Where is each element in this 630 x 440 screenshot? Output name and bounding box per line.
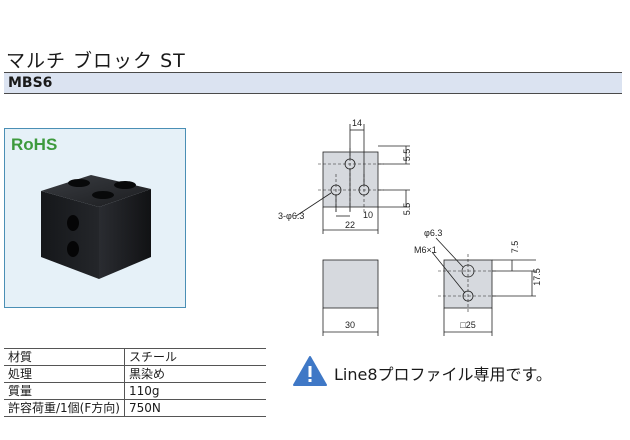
technical-drawing: 14 5.5 5.5 3-φ6.3 10 22 φ6.3 M6×1 7.5 17… bbox=[278, 118, 542, 336]
dim-side-7-5: 7.5 bbox=[510, 241, 520, 254]
dim-front-width: 30 bbox=[345, 320, 355, 330]
dim-width: 22 bbox=[345, 220, 355, 230]
top-view-rect bbox=[322, 151, 379, 208]
spec-label: 処理 bbox=[4, 365, 125, 383]
note-text: Line8プロファイル専用です。 bbox=[334, 365, 552, 384]
thread-callout: M6×1 bbox=[414, 245, 437, 255]
warning-icon bbox=[293, 356, 327, 386]
usage-note: Line8プロファイル専用です。 bbox=[292, 354, 612, 388]
spec-label: 材質 bbox=[4, 348, 125, 366]
block-image bbox=[41, 175, 151, 279]
product-photo: RoHS bbox=[4, 128, 186, 308]
front-view-rect bbox=[322, 259, 379, 309]
model-code: MBS6 bbox=[8, 75, 53, 91]
dim-right-bottom: 5.5 bbox=[402, 203, 412, 216]
spec-value: 750N bbox=[124, 399, 266, 417]
spec-value: 黒染め bbox=[124, 365, 266, 383]
side-hole-callout: φ6.3 bbox=[424, 228, 442, 238]
page-title: マルチ ブロック ST bbox=[6, 50, 186, 72]
table-row: 質量 110g bbox=[4, 382, 266, 400]
hole-callout: 3-φ6.3 bbox=[278, 211, 304, 221]
dim-inner: 10 bbox=[363, 210, 373, 220]
dim-right-top: 5.5 bbox=[402, 149, 412, 162]
spec-value: スチール bbox=[124, 348, 266, 366]
table-row: 処理 黒染め bbox=[4, 365, 266, 383]
dim-side-17-5: 17.5 bbox=[532, 268, 542, 286]
table-row: 材質 スチール bbox=[4, 348, 266, 366]
dim-side-square: □25 bbox=[460, 320, 475, 330]
rohs-badge: RoHS bbox=[11, 135, 58, 154]
model-bar: MBS6 bbox=[4, 72, 622, 94]
spec-value: 110g bbox=[124, 382, 266, 400]
dim-top-width: 14 bbox=[352, 118, 362, 128]
spec-label: 質量 bbox=[4, 382, 125, 400]
spec-label: 許容荷重/1個(F方向) bbox=[4, 399, 125, 417]
spec-table: 材質 スチール 処理 黒染め 質量 110g 許容荷重/1個(F方向) 750N bbox=[4, 348, 266, 417]
table-row: 許容荷重/1個(F方向) 750N bbox=[4, 399, 266, 417]
